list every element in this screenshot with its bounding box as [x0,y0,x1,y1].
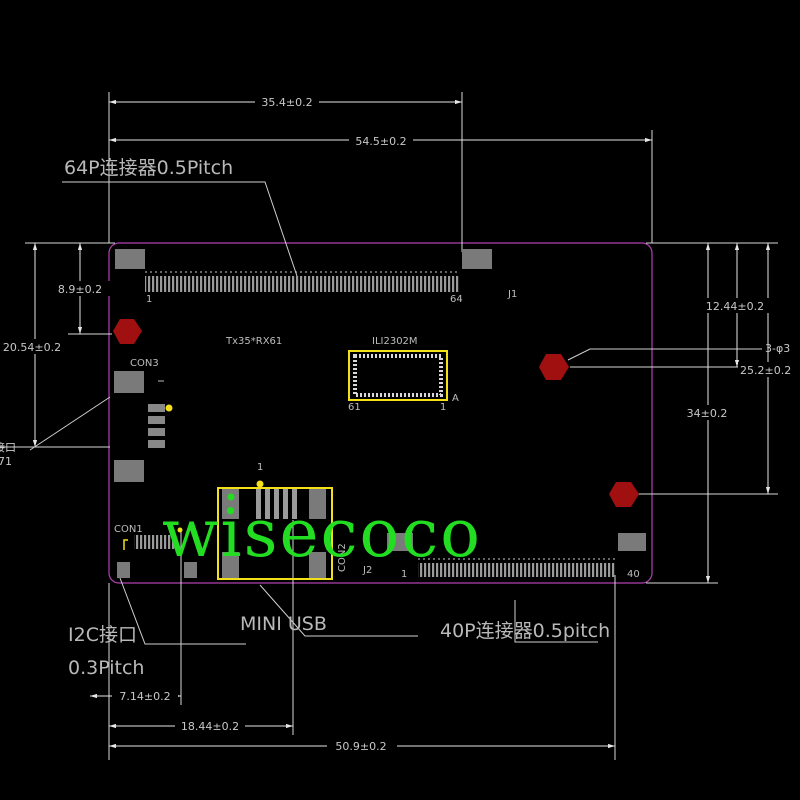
chip-pin-61: 61 [348,402,361,413]
dim-connector-64p-offset: 35.4±0.2 [261,96,312,109]
dimension-labels: 35.4±0.2 54.5±0.2 8.9±0.2 20.54±0.2 接口 7… [0,94,800,753]
mount-hole-1 [113,319,142,344]
j1-pin-start: 1 [146,294,152,305]
dim-right-hole-pos: 25.2±0.2 [740,364,791,377]
j2-label: J2 [362,565,372,576]
j1-pin-strip [145,276,460,292]
j1-pad-left [115,249,145,269]
extension-lines [0,92,778,760]
dim-board-width: 54.5±0.2 [355,135,406,148]
callout-i2c-line1: I2C接口 [68,624,137,646]
mini-usb-con2: 1 CON2 [217,462,348,580]
j2-pin-end: 40 [627,569,640,580]
connector-con3: CON3 [114,358,173,482]
dimension-lines [32,99,771,749]
con3-label: CON3 [130,358,159,369]
chip-label: ILI2302M [372,336,418,347]
dim-left-partial-1: 接口 [0,441,16,454]
j1-pad-right [462,249,492,269]
dim-bottom-i2c: 7.14±0.2 [119,690,170,703]
dim-bottom-usb: 18.44±0.2 [181,720,239,733]
callout-64p-connector: 64P连接器0.5Pitch [64,157,233,179]
watermark: wisecoco [162,495,482,572]
callout-i2c-line2: 0.3Pitch [68,657,144,679]
mount-hole-2 [539,354,569,380]
dim-right-hole: 3-φ3 [765,342,790,355]
callout-40p-connector: 40P连接器0.5pitch [440,620,610,642]
usb-pin-1: 1 [257,462,263,473]
board-model-label: Tx35*RX61 [225,336,282,347]
con2-label: CON2 [337,543,348,572]
connector-j1: 1 64 J1 [115,249,517,305]
dim-bottom-total: 50.9±0.2 [335,740,386,753]
callout-mini-usb: MINI USB [240,613,327,635]
j2-pin-start: 1 [401,569,407,580]
callout-leaders [29,181,762,645]
dim-right-upper: 12.44±0.2 [706,300,764,313]
mounting-holes [113,319,639,507]
dim-top-to-con3: 8.9±0.2 [58,283,102,296]
chip-pin-a: A [452,393,459,404]
board-outline [108,242,653,584]
chip-pin-1: 1 [440,402,446,413]
callouts: 64P连接器0.5Pitch I2C接口 0.3Pitch MINI USB 4… [64,157,610,679]
con1-label: CON1 [114,524,143,535]
connector-j2: J2 1 40 [362,533,646,580]
dim-left-height: 20.54±0.2 [3,341,61,354]
j1-pin-end: 64 [450,294,463,305]
j1-label: J1 [507,289,517,300]
dim-right-height: 34±0.2 [687,407,728,420]
mount-hole-3 [609,482,639,507]
dim-left-partial-2: 71 [0,455,12,468]
chip-ili2302m: 61 1 A [348,350,459,413]
connector-con1: CON1 [114,524,197,578]
